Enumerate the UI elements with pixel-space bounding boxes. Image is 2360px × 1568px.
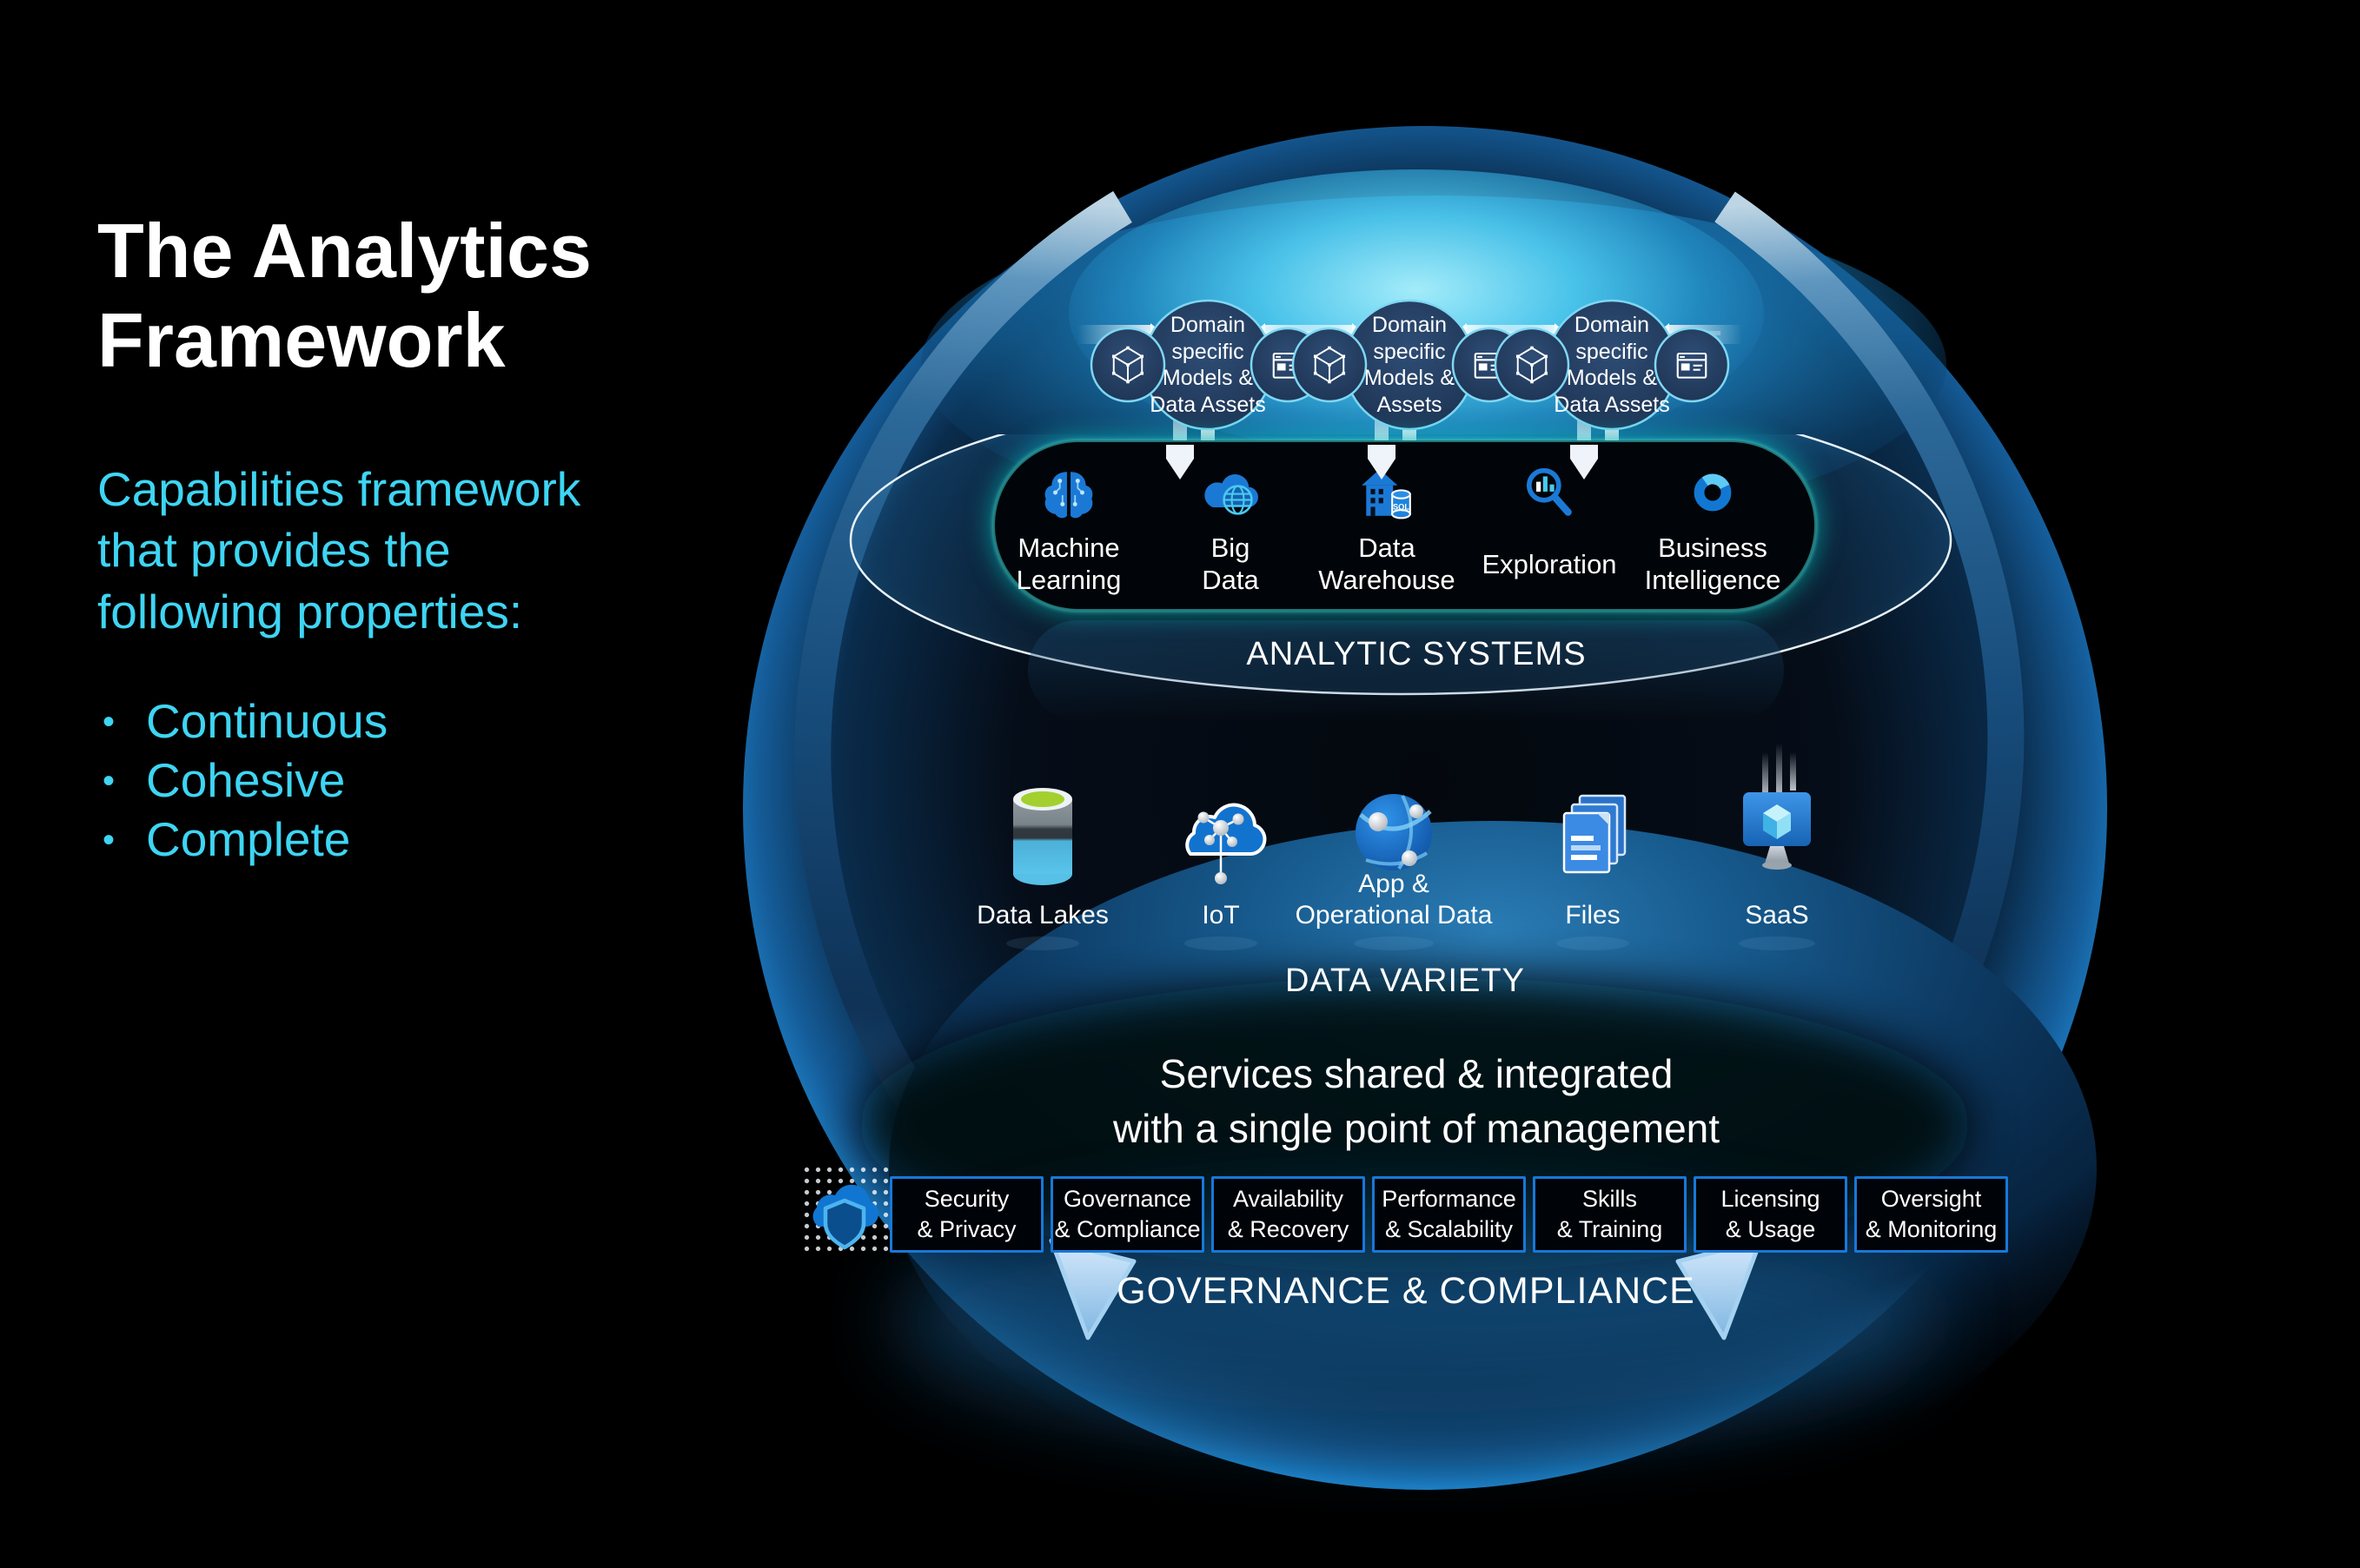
- warehouse-sql-icon: SQL: [1358, 463, 1415, 524]
- governance-box-performance-scalability: Performance & Scalability: [1372, 1176, 1526, 1253]
- analytic-systems-pill: Machine Learning Big Data: [993, 440, 1816, 611]
- governance-box-security-privacy: Security & Privacy: [890, 1176, 1044, 1253]
- variety-item-label: SaaS: [1745, 901, 1809, 930]
- governance-box-skills-training: Skills & Training: [1533, 1176, 1687, 1253]
- pill-item-label: Machine Learning: [1016, 533, 1122, 595]
- pill-item-label: Data Warehouse: [1318, 533, 1455, 595]
- bullet-label: Continuous: [146, 694, 388, 748]
- cloud-globe-icon: [1201, 463, 1260, 524]
- services-note: Services shared & integrated with a sing…: [1112, 1051, 1720, 1152]
- pill-item-business-intelligence: Business Intelligence: [1627, 463, 1798, 605]
- bullet-list: • Continuous • Cohesive • Complete: [103, 695, 711, 872]
- subtitle: Capabilities framework that provides the…: [97, 462, 581, 638]
- bullet-item: • Cohesive: [103, 754, 711, 813]
- domain-node-label: Domain specific Models & Assets: [1363, 313, 1455, 417]
- pill-item-label: Exploration: [1482, 548, 1617, 579]
- magnifier-chart-icon: [1521, 463, 1578, 524]
- governance-box-licensing-usage: Licensing & Usage: [1694, 1176, 1847, 1253]
- variety-item-label: Files: [1565, 901, 1621, 930]
- pill-item-label: Business Intelligence: [1644, 533, 1781, 595]
- bullet-dot: •: [103, 703, 116, 741]
- variety-item-label: App & Operational Data: [1295, 870, 1493, 930]
- bullet-label: Cohesive: [146, 753, 346, 807]
- analytic-systems-label: ANALYTIC SYSTEMS: [1246, 636, 1587, 672]
- page-title: The Analytics Framework: [97, 208, 592, 383]
- domain-node-label: Domain specific Models & Data Assets: [1554, 313, 1670, 417]
- cloud-shield-icon: [812, 1184, 878, 1250]
- governance-box-governance-compliance: Governance & Compliance: [1051, 1176, 1204, 1253]
- bullet-dot: •: [103, 821, 116, 859]
- variety-item-label: Data Lakes: [977, 901, 1109, 930]
- bullet-dot: •: [103, 762, 116, 800]
- variety-item-label: IoT: [1202, 901, 1240, 930]
- governance-box-availability-recovery: Availability & Recovery: [1211, 1176, 1365, 1253]
- governance-box-oversight-monitoring: Oversight & Monitoring: [1854, 1176, 2008, 1253]
- domain-node-label: Domain specific Models & Data Assets: [1150, 313, 1266, 417]
- pill-item-machine-learning: Machine Learning: [984, 463, 1154, 605]
- sql-label: SQL: [1393, 503, 1409, 512]
- pill-item-data-warehouse: SQL Data Warehouse: [1302, 463, 1472, 605]
- bullet-label: Complete: [146, 812, 351, 866]
- pill-item-big-data: Big Data: [1145, 463, 1316, 605]
- bullet-item: • Continuous: [103, 695, 711, 754]
- brain-icon: [1040, 463, 1097, 524]
- donut-chart-icon: [1684, 463, 1741, 524]
- pill-item-label: Big Data: [1202, 533, 1259, 595]
- pill-item-exploration: Exploration: [1464, 463, 1634, 605]
- bullet-item: • Complete: [103, 813, 711, 872]
- data-variety-label: DATA VARIETY: [1285, 963, 1525, 999]
- governance-compliance-label: GOVERNANCE & COMPLIANCE: [1117, 1270, 1695, 1312]
